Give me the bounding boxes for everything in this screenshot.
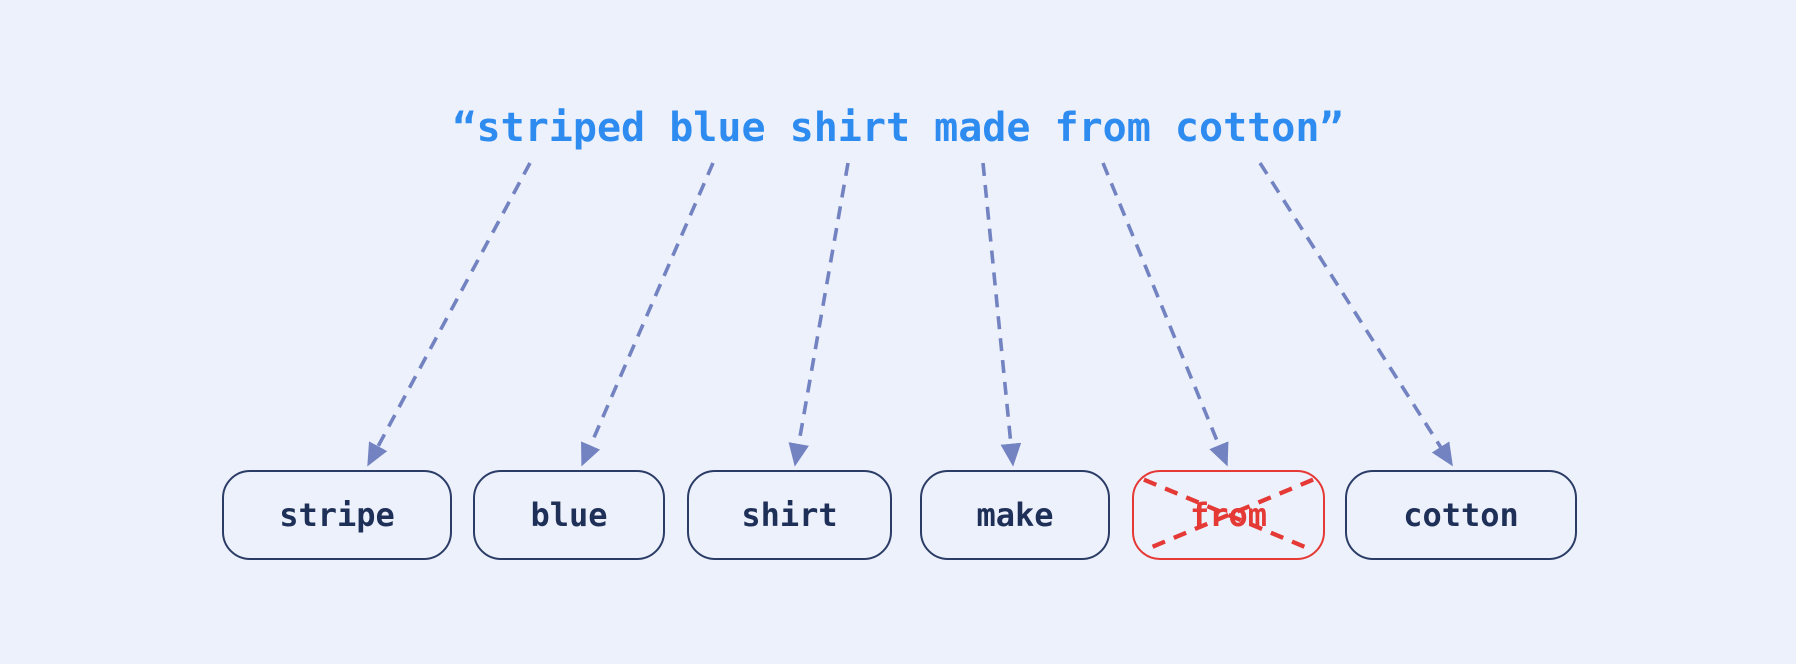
strikethrough-x-icon — [1143, 477, 1314, 553]
dashed-arrow-down-icon — [367, 162, 532, 467]
token-label: cotton — [1403, 496, 1519, 534]
token-box-from: from — [1132, 470, 1325, 560]
token-box-cotton: cotton — [1345, 470, 1577, 560]
token-box-stripe: stripe — [222, 470, 452, 560]
token-box-shirt: shirt — [687, 470, 892, 560]
token-label: stripe — [279, 496, 395, 534]
dashed-arrow-down-icon — [1101, 162, 1229, 467]
query-text: “striped blue shirt made from cotton” — [452, 105, 1344, 151]
token-label: make — [976, 496, 1054, 534]
token-box-make: make — [920, 470, 1110, 560]
token-label: shirt — [741, 496, 838, 534]
token-label: blue — [530, 496, 608, 534]
dashed-arrow-down-icon — [981, 162, 1022, 467]
dashed-arrow-down-icon — [581, 162, 715, 467]
dashed-arrow-down-icon — [1258, 162, 1453, 467]
dashed-arrow-down-icon — [788, 162, 850, 467]
token-box-blue: blue — [473, 470, 665, 560]
